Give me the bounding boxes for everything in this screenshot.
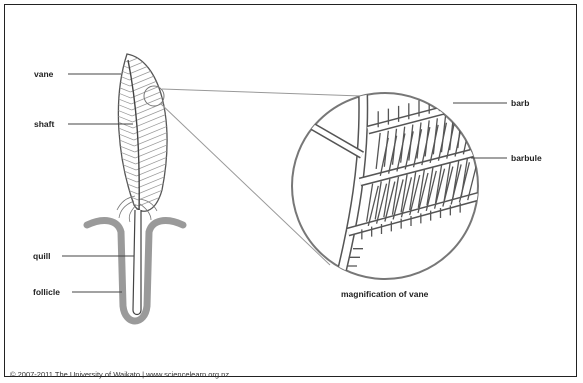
label-magnification: magnification of vane — [341, 289, 428, 299]
label-barbule: barbule — [511, 153, 542, 163]
label-quill: quill — [33, 251, 50, 261]
magnified-circle — [292, 93, 478, 279]
connector-upper — [162, 89, 361, 96]
quill — [133, 210, 141, 315]
label-vane: vane — [34, 69, 53, 79]
copyright-footer: © 2007-2011 The University of Waikato | … — [10, 370, 229, 380]
label-barb: barb — [511, 98, 529, 108]
feather-vane — [118, 54, 167, 211]
label-shaft: shaft — [34, 119, 54, 129]
label-follicle: follicle — [33, 287, 60, 297]
